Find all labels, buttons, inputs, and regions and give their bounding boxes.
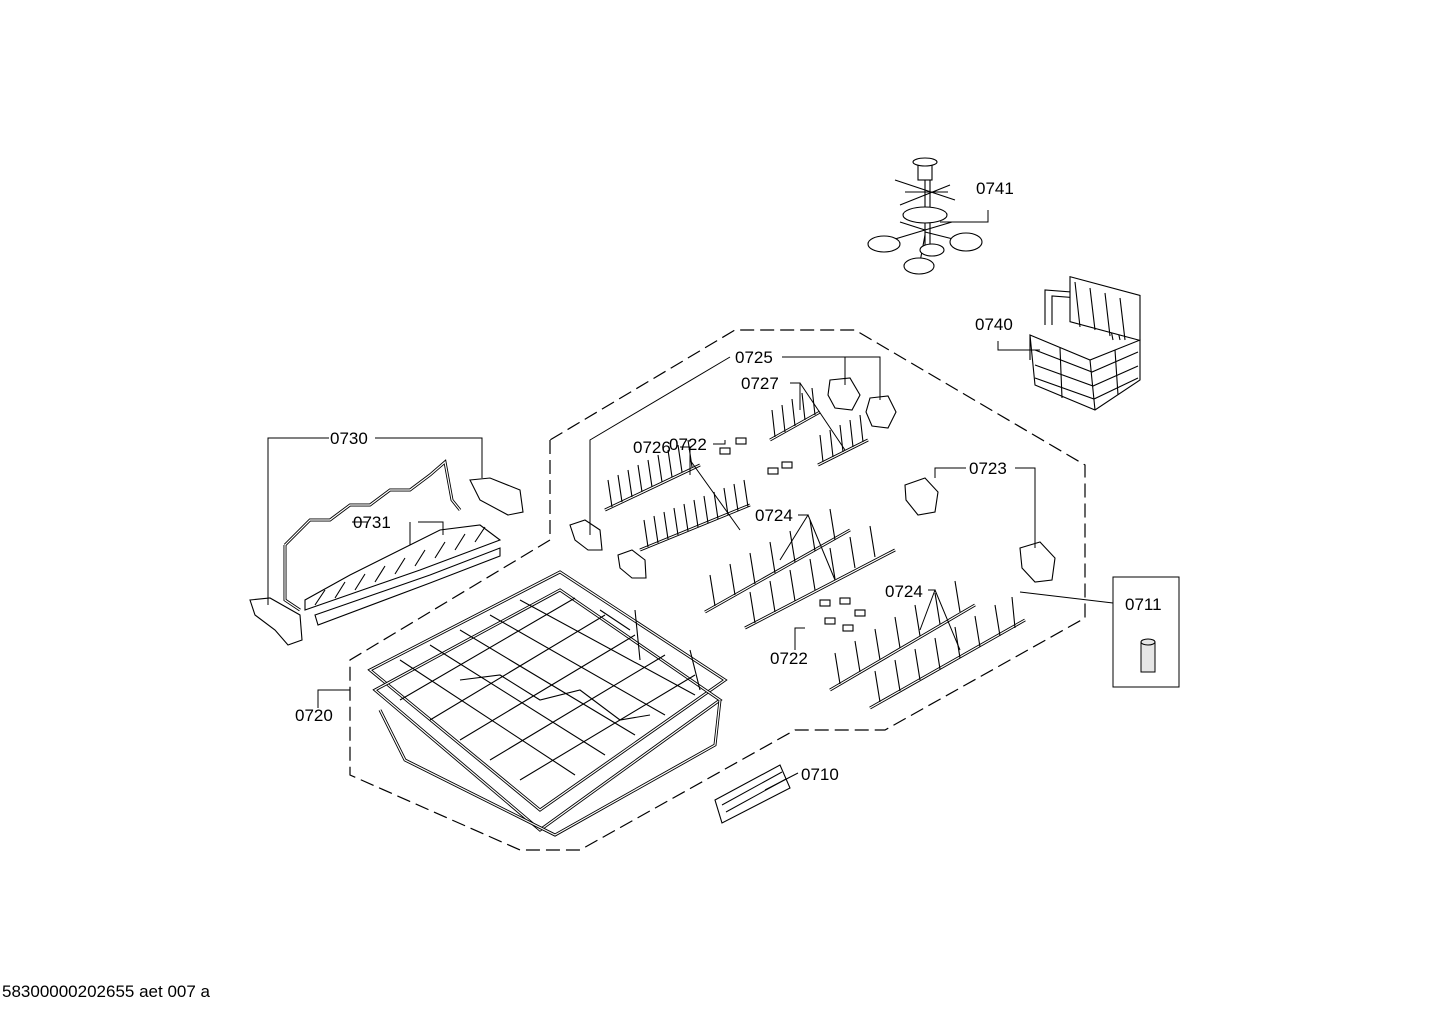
- part-0710-strip: [714, 764, 791, 824]
- label-0723: 0723: [969, 459, 1007, 478]
- label-0710: 0710: [801, 765, 839, 784]
- leader-lines: [267, 210, 1114, 791]
- label-0722-lower: 0722: [770, 649, 808, 668]
- part-0727-small-racks: [769, 377, 897, 467]
- drawing-number: 58300000202655 aet 007 a: [2, 982, 211, 1001]
- label-0740: 0740: [975, 315, 1013, 334]
- part-0724-tine-racks: [704, 508, 1026, 710]
- label-0724-lower: 0724: [885, 582, 923, 601]
- part-0723-holders: [904, 477, 1056, 583]
- label-0720: 0720: [295, 706, 333, 725]
- label-0725: 0725: [735, 348, 773, 367]
- label-0730: 0730: [330, 429, 368, 448]
- assembly-outline: [349, 329, 1086, 851]
- label-0722-upper: 0722: [669, 435, 707, 454]
- label-0741: 0741: [976, 179, 1014, 198]
- part-0741-star-holder: [867, 157, 983, 275]
- part-0740-cutlery-basket: [1029, 276, 1141, 411]
- label-0727: 0727: [741, 374, 779, 393]
- label-0724-upper: 0724: [755, 506, 793, 525]
- part-0731-tine-rack: [304, 524, 502, 626]
- part-0711-pin: [1112, 576, 1180, 688]
- part-0722-clips-upper: [719, 437, 793, 475]
- part-0722-clips-lower: [819, 597, 866, 632]
- part-0726-tine-rows: [569, 439, 751, 579]
- label-0711: 0711: [1125, 595, 1162, 614]
- part-0720-lower-basket: [367, 570, 728, 837]
- label-0731: 0731: [353, 513, 391, 532]
- part-0730-folding-rack: [249, 459, 524, 646]
- label-0726: 0726: [633, 438, 671, 457]
